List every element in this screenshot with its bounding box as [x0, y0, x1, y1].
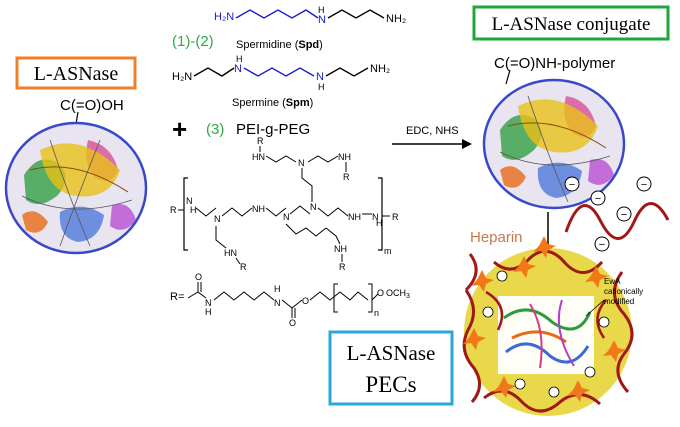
- r-def-sub-n: n: [374, 308, 379, 318]
- pei-r-top: R: [257, 136, 264, 146]
- pei-r-top2: R: [343, 172, 350, 182]
- asnase-label: L-ASNase: [34, 63, 119, 85]
- spm-h2n: H₂N: [172, 71, 192, 83]
- pei-nh-bottom: NH: [334, 244, 347, 254]
- r-def-o3: O: [302, 296, 309, 306]
- pei-n-right: N: [372, 212, 379, 222]
- spermidine-structure: H₂N N H NH₂: [214, 5, 406, 26]
- asnase-box: [15, 56, 137, 90]
- spm-n2: N: [316, 71, 324, 83]
- spm-n1: N: [234, 63, 242, 75]
- pecs-box: [328, 330, 454, 406]
- pei-h-right: H: [376, 218, 383, 228]
- spm-h1: H: [236, 54, 243, 64]
- pei-n5: N: [310, 202, 317, 212]
- pei-h-left: H: [190, 205, 197, 215]
- spermidine-name: Spermidine (Spd): [236, 39, 323, 51]
- native-enzyme: [4, 121, 148, 255]
- edc-nhs-label: EDC, NHS: [406, 125, 459, 137]
- spd-nh2: NH₂: [386, 13, 406, 25]
- cooh-label: C(=O)OH: [60, 97, 124, 114]
- r-definition: R= O N H N H O O n O OCH3: [170, 272, 410, 328]
- r-def-o4: O: [377, 288, 384, 298]
- pec-particle: [462, 236, 634, 416]
- spd-n: N: [318, 14, 326, 26]
- heparin-minus-2: −: [595, 193, 601, 205]
- conjugate-enzyme: [482, 78, 626, 210]
- spm-nh2: NH₂: [370, 63, 390, 75]
- heparin-minus-1: −: [569, 179, 575, 191]
- ewa-label-2: cationically: [604, 287, 643, 296]
- pei-hn-top: HN: [252, 152, 265, 162]
- amide-bond: [505, 69, 511, 85]
- pei-n-left: N: [186, 196, 193, 206]
- pei-r-bottom2: R: [339, 262, 346, 272]
- ewa-label-3: modified: [604, 297, 634, 306]
- r-def-nh1: N: [205, 298, 212, 308]
- heparin-minus-4: −: [641, 179, 647, 191]
- amide-label: C(=O)NH-polymer: [494, 55, 615, 72]
- pei-nh3: NH: [252, 204, 265, 214]
- spd-h2n: H₂N: [214, 11, 234, 23]
- pecs-label-1: L-ASNase: [347, 341, 436, 365]
- pei-r-right: R: [392, 212, 399, 222]
- pei-r-left: R: [170, 205, 177, 215]
- r-def-label: R=: [170, 291, 184, 303]
- ewa-pointer: [585, 299, 605, 317]
- r-def-o1: O: [195, 272, 202, 282]
- plus-sign: +: [172, 114, 187, 144]
- r-def-o2: O: [289, 318, 296, 328]
- heparin-label: Heparin: [470, 229, 523, 246]
- step-1-2-label: (1)-(2): [172, 33, 214, 50]
- pei-n-top: N: [298, 158, 305, 168]
- pei-nh6: NH: [348, 212, 361, 222]
- conjugate-label: L-ASNase conjugate: [492, 14, 651, 35]
- spd-h: H: [318, 5, 325, 15]
- reaction-arrowhead: [462, 139, 472, 149]
- r-def-nh2: N: [274, 298, 281, 308]
- heparin-strand: − − − − −: [564, 176, 670, 252]
- pei-n4: N: [283, 212, 290, 222]
- conjugate-box: [472, 5, 670, 41]
- pecs-label-2: PECs: [365, 372, 416, 397]
- pei-n2: N: [214, 214, 221, 224]
- spermine-name: Spermine (Spm): [232, 97, 313, 109]
- r-def-h1: H: [205, 307, 212, 317]
- pei-title: PEI-g-PEG: [236, 121, 310, 138]
- pei-nh-top: NH: [338, 152, 351, 162]
- r-def-och3: OCH3: [386, 288, 410, 300]
- pei-hn-bottom: HN: [224, 248, 237, 258]
- heparin-minus-5: −: [599, 239, 605, 251]
- spm-h2: H: [318, 82, 325, 92]
- pei-sub-m: m: [384, 246, 392, 256]
- ewa-label-1: EwA: [604, 277, 621, 286]
- pei-structure: m R N H N NH N N NH N H R N HN R NH R HN: [170, 136, 399, 272]
- pei-r-bottom: R: [240, 262, 247, 272]
- r-def-h2: H: [274, 284, 281, 294]
- heparin-minus-3: −: [621, 209, 627, 221]
- step-3-label: (3): [206, 121, 224, 138]
- spermine-structure: H₂N N H N H NH₂: [172, 54, 390, 92]
